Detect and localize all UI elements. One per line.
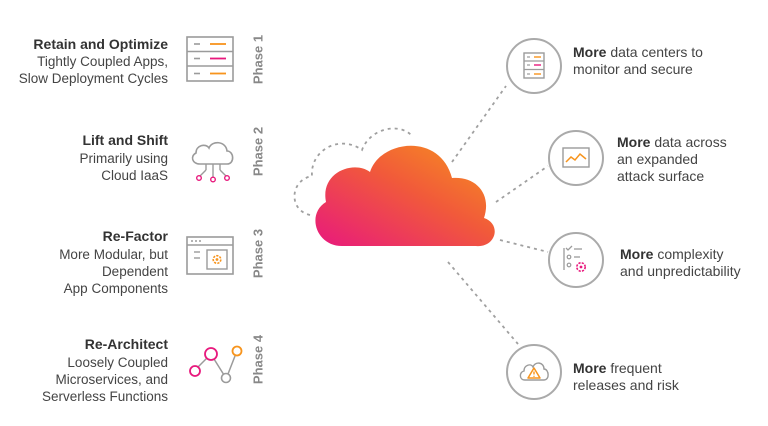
- phase-description: Primarily using Cloud IaaS: [79, 151, 168, 183]
- central-cloud: [293, 127, 495, 247]
- phase-title: Re-Factor: [102, 228, 168, 244]
- outcome-2-text: More data across an expanded attack surf…: [617, 134, 727, 185]
- phase-title: Re-Architect: [84, 336, 168, 352]
- outcome-4-text: More frequent releases and risk: [573, 360, 679, 394]
- outcome-bold: More: [617, 134, 651, 150]
- outcome-line: data centers to: [606, 44, 703, 60]
- app-window-gear-icon: [186, 236, 240, 276]
- connected-nodes-icon: [188, 342, 244, 388]
- outcome-bold: More: [620, 246, 654, 262]
- outcome-bold: More: [573, 44, 607, 60]
- cloud-circuit-icon: [186, 132, 240, 183]
- outcome-bold: More: [573, 360, 607, 376]
- outcome-1-text: More data centers to monitor and secure: [573, 44, 703, 78]
- phase-title: Retain and Optimize: [33, 36, 168, 52]
- cloud-shape: [315, 145, 495, 247]
- outcome-line: attack surface: [617, 168, 705, 184]
- outcome-line: frequent: [606, 360, 662, 376]
- checklist-gear-icon: [548, 232, 604, 288]
- server-rack-icon: [186, 36, 240, 82]
- server-icon: [506, 38, 562, 94]
- outcome-3-text: More complexity and unpredictability: [620, 246, 741, 280]
- phase-description: More Modular, but Dependent App Componen…: [59, 247, 168, 296]
- cloud-warning-icon: [506, 344, 562, 400]
- phase-title: Lift and Shift: [82, 132, 168, 148]
- outcome-line: releases and risk: [573, 377, 679, 393]
- outcome-line: and unpredictability: [620, 263, 741, 279]
- chart-screen-icon: [548, 130, 604, 186]
- phase-description: Loosely Coupled Microservices, and Serve…: [41, 355, 168, 404]
- outcome-line: monitor and secure: [573, 61, 693, 77]
- outcome-line: complexity: [653, 246, 724, 262]
- outcome-line: data across: [650, 134, 727, 150]
- phase-description: Tightly Coupled Apps, Slow Deployment Cy…: [18, 54, 168, 86]
- outcome-line: an expanded: [617, 151, 698, 167]
